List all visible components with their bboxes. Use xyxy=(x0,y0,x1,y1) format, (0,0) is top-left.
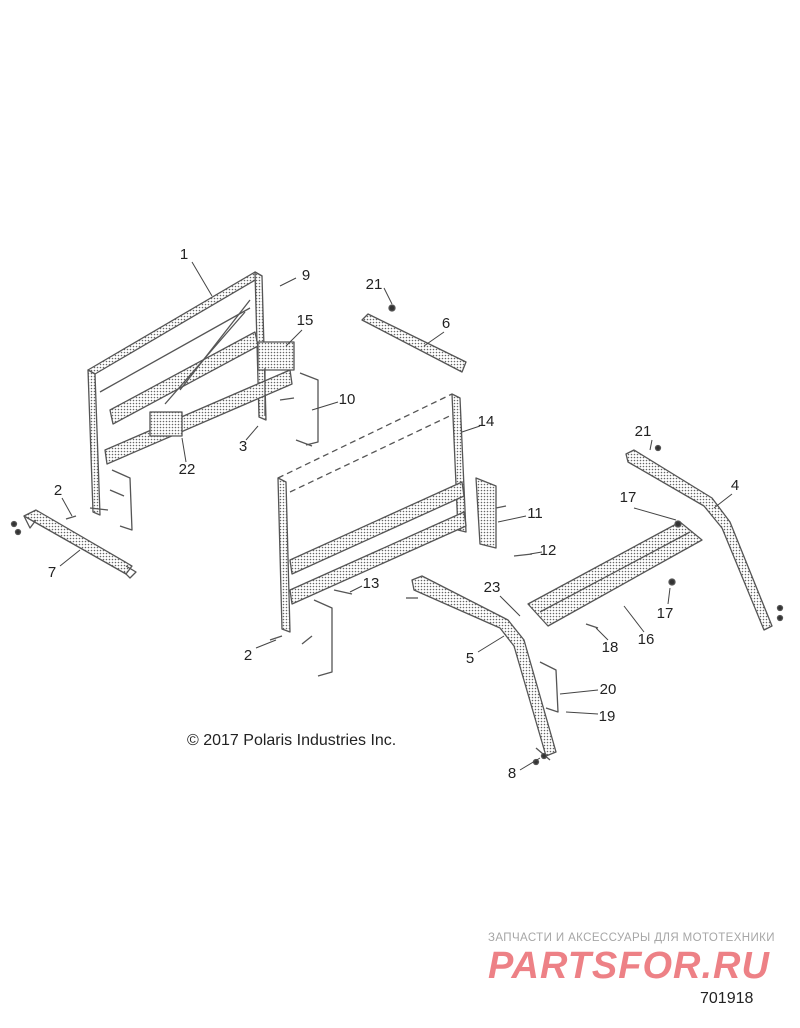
callout-6: 6 xyxy=(442,315,450,332)
callout-22: 22 xyxy=(179,461,196,478)
callout-8: 8 xyxy=(508,765,516,782)
callout-23: 23 xyxy=(484,579,501,596)
callout-11: 11 xyxy=(527,505,543,522)
rear-rops-frame xyxy=(269,393,533,677)
callout-13: 13 xyxy=(363,575,380,592)
rear-left-side-tube xyxy=(406,575,559,766)
callout-7: 7 xyxy=(48,564,56,581)
callout-17: 17 xyxy=(657,605,674,622)
callout-16: 16 xyxy=(638,631,655,648)
callout-21: 21 xyxy=(635,423,652,440)
callout-5: 5 xyxy=(466,650,474,667)
front-grab-bar xyxy=(10,507,137,579)
callout-2: 2 xyxy=(244,647,252,664)
front-rops-frame xyxy=(87,271,319,531)
callout-15: 15 xyxy=(297,312,314,329)
svg-text:PARTSFOR.RU: PARTSFOR.RU xyxy=(488,945,770,986)
watermark-tagline: ЗАПЧАСТИ И АКСЕССУАРЫ ДЛЯ МОТОТЕХНИКИ xyxy=(488,932,775,944)
callout-19: 19 xyxy=(599,708,616,725)
rear-right-side-tube xyxy=(625,444,784,631)
copyright-notice: © 2017 Polaris Industries Inc. xyxy=(187,732,397,749)
callout-4: 4 xyxy=(731,477,739,494)
callout-9: 9 xyxy=(302,267,310,284)
diagram-number: 701918 xyxy=(700,990,754,1007)
rear-side-panel xyxy=(527,520,703,629)
callout-21: 21 xyxy=(366,276,383,293)
rear-top-tube xyxy=(361,304,467,373)
callout-20: 20 xyxy=(600,681,617,698)
callout-1: 1 xyxy=(180,246,188,263)
callout-18: 18 xyxy=(602,639,619,656)
callout-2: 2 xyxy=(54,482,62,499)
callout-12: 12 xyxy=(540,542,557,559)
leader-lines xyxy=(59,261,733,771)
callout-3: 3 xyxy=(239,438,247,455)
callout-14: 14 xyxy=(478,413,495,430)
watermark-logo: PARTSFOR.RU xyxy=(488,945,770,986)
callout-10: 10 xyxy=(339,391,356,408)
callout-17: 17 xyxy=(620,489,637,506)
